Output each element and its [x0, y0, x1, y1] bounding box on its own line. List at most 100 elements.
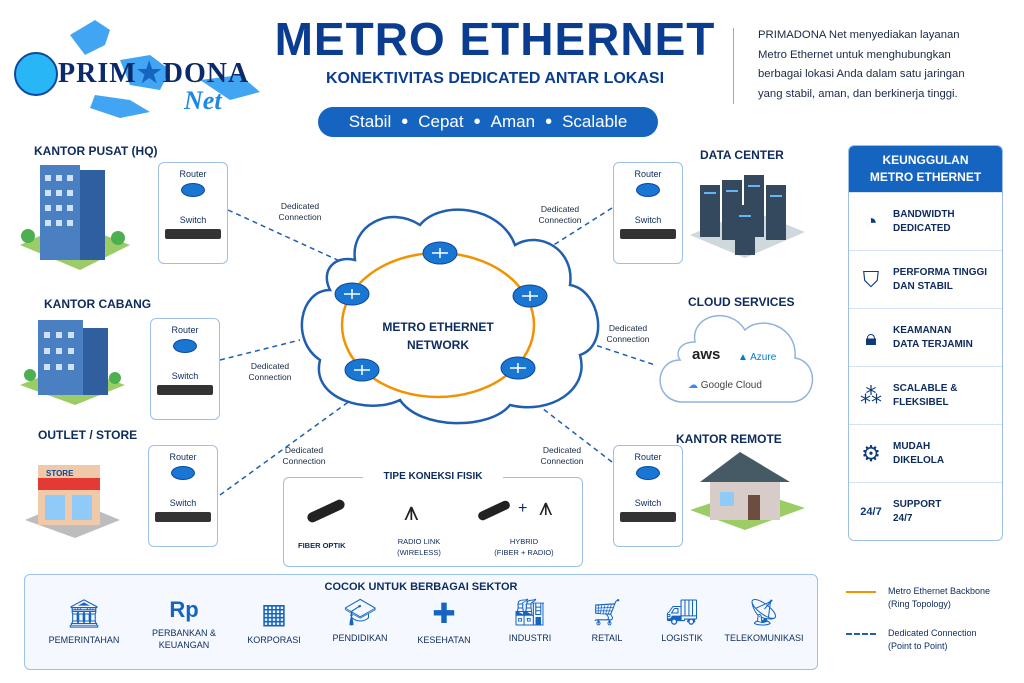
government-building-icon: 🏛︎ — [66, 598, 102, 629]
sector-government: 🏛︎PEMERINTAHAN — [39, 597, 129, 646]
router-label: Router — [179, 169, 207, 179]
link-branch — [219, 339, 301, 361]
label-hq: KANTOR PUSAT (HQ) — [34, 144, 158, 158]
google-cloud-logo: ☁ Google Cloud — [688, 380, 762, 391]
sector-retail: 🛒︎RETAIL — [562, 597, 652, 644]
switch-icon — [155, 512, 211, 522]
divider — [733, 28, 734, 104]
label-outlet: OUTLET / STORE — [38, 428, 138, 442]
router-label: Router — [634, 169, 662, 179]
device-box-branch: Router Switch — [150, 318, 220, 420]
shield-icon: ⛉ — [862, 266, 880, 292]
google-cloud-icon: ☁ — [688, 380, 698, 391]
switch-label: Switch — [634, 498, 662, 508]
antenna-tower-icon: 📡︎ — [747, 597, 781, 627]
brand-name: PRIM★DONA — [58, 58, 250, 89]
office-building-icon: ▦ — [260, 598, 288, 629]
truck-icon: 🚚︎ — [665, 597, 699, 627]
graduation-cap-icon: 🎓︎ — [343, 597, 377, 627]
legend-backbone-swatch — [846, 591, 876, 593]
azure-logo: ▲ Azure — [738, 352, 777, 363]
tagline-pill: Stabil• Cepat• Aman• Scalable — [318, 107, 658, 137]
support-24-7-icon: 24/7 — [860, 505, 882, 518]
hq-building-illustration — [20, 165, 130, 270]
sector-education: 🎓︎PENDIDIKAN — [315, 597, 405, 644]
switch-label: Switch — [171, 371, 199, 381]
switch-label: Switch — [634, 215, 662, 225]
cloud-services-cloud — [659, 314, 814, 403]
switch-icon — [620, 229, 676, 239]
legend-dedicated-swatch — [846, 633, 876, 635]
store-building-illustration — [25, 465, 120, 538]
device-box-datacenter: Router Switch — [613, 162, 683, 264]
sector-telecom: 📡︎TELEKOMUNIKASI — [719, 597, 809, 644]
azure-icon: ▲ — [738, 352, 748, 363]
datacenter-illustration — [690, 175, 805, 258]
label-datacenter: DATA CENTER — [700, 148, 784, 162]
speedometer-icon: ◔ — [864, 208, 878, 234]
router-label: Router — [171, 325, 199, 335]
plus-sign: + — [518, 500, 528, 517]
sectors-title: COCOK UNTUK BERBAGAI SEKTOR — [324, 581, 518, 593]
legend: Metro Ethernet Backbone(Ring Topology) D… — [846, 585, 1016, 657]
intro-text: PRIMADONA Net menyediakan layanan Metro … — [758, 29, 965, 100]
brand-sub: Net — [184, 86, 222, 115]
label-remote: KANTOR REMOTE — [676, 432, 782, 446]
sector-health: ✚KESEHATAN — [399, 597, 489, 646]
physical-title: TIPE KONEKSI FISIK — [363, 471, 503, 482]
device-box-remote: Router Switch — [613, 445, 683, 547]
aws-logo: aws — [692, 346, 721, 363]
branch-building-illustration — [20, 320, 125, 405]
switch-icon — [157, 385, 213, 395]
switch-label: Switch — [169, 498, 197, 508]
lock-icon: 🔒︎ — [865, 324, 877, 350]
star-icon: ★ — [136, 58, 163, 89]
shopping-cart-icon: 🛒︎ — [590, 597, 624, 627]
label-cloud: CLOUD SERVICES — [688, 295, 795, 309]
sector-logistics: 🚚︎LOGISTIK — [637, 597, 727, 644]
remote-house-illustration — [690, 452, 805, 530]
factory-icon: 🏭︎ — [513, 597, 547, 627]
smiley-icon — [14, 52, 58, 96]
network-nodes-icon: ⁂ — [860, 382, 882, 408]
brand-logo: PRIM★DONA Net — [14, 50, 274, 120]
link-outlet — [219, 394, 359, 496]
label-branch: KANTOR CABANG — [44, 297, 152, 311]
physical-connection-box: TIPE KONEKSI FISIK FIBER OPTIK ⩚ RADIO L… — [283, 471, 583, 567]
router-icon — [181, 183, 205, 197]
feature-scalable: ⁂SCALABLE &FLEKSIBEL — [849, 366, 1002, 424]
radio-tower-icon: ⩚ — [404, 496, 419, 526]
legend-backbone: Metro Ethernet Backbone(Ring Topology) — [846, 585, 1016, 615]
router-icon — [171, 466, 195, 480]
sector-corporate: ▦KORPORASI — [229, 597, 319, 646]
brand-map-silhouette — [70, 20, 260, 118]
switch-label: Switch — [179, 215, 207, 225]
router-icon — [636, 466, 660, 480]
router-label: Router — [169, 452, 197, 462]
tag-scalable: Scalable — [562, 112, 628, 131]
sector-industry: 🏭︎INDUSTRI — [485, 597, 575, 644]
hybrid-fiber-icon — [476, 499, 512, 522]
hybrid-label: HYBRID(FIBER + RADIO) — [494, 537, 554, 557]
tag-cepat: Cepat — [418, 112, 464, 131]
radio-label: RADIO LINK(WIRELESS) — [397, 537, 441, 557]
switch-icon — [165, 229, 221, 239]
sectors-panel: COCOK UNTUK BERBAGAI SEKTOR 🏛︎PEMERINTAH… — [24, 574, 818, 670]
page-subtitle: KONEKTIVITAS DEDICATED ANTAR LOKASI — [325, 70, 665, 87]
store-sign: STORE — [46, 469, 74, 478]
